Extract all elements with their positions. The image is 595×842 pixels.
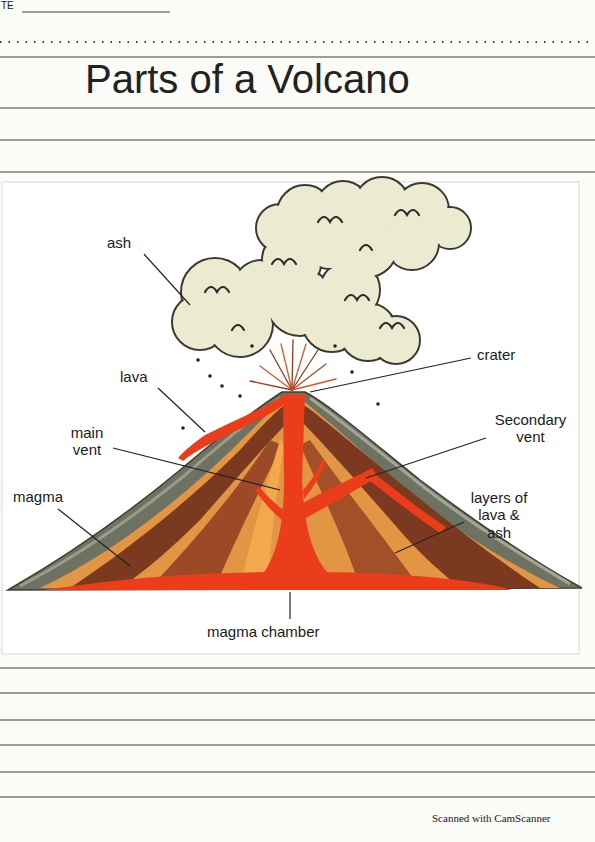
cloud-curl [318, 217, 342, 222]
leader-line [113, 448, 280, 490]
secondary-vent-shape [300, 468, 378, 520]
part-label: magma [13, 488, 83, 505]
ash-dot [196, 358, 200, 362]
dike [255, 487, 285, 522]
rock-layer [300, 404, 540, 588]
part-label: ash [107, 234, 167, 251]
leader-line [158, 388, 205, 432]
cloud-fill [174, 179, 470, 363]
date-line [22, 11, 170, 12]
cloud-curl [345, 295, 369, 300]
leader-line [395, 522, 464, 553]
notebook-lines [0, 12, 595, 797]
part-label: crater [477, 346, 557, 363]
leader-line [289, 592, 290, 619]
cloud-puff [305, 217, 356, 268]
ash-dot [350, 370, 354, 374]
dotted-rule [0, 41, 595, 43]
dike [303, 460, 326, 499]
part-label: layers of lava & ash [468, 489, 530, 541]
cloud-outline [172, 177, 471, 364]
watermark: Scanned with CamScanner [432, 812, 551, 825]
cloud-curl [232, 325, 244, 330]
page-title: Parts of a Volcano [85, 56, 410, 102]
ruled-line [0, 744, 595, 745]
main-vent-shape [262, 394, 330, 575]
part-label: Secondary vent [483, 411, 578, 446]
part-label: lava [120, 368, 180, 385]
spray-line [292, 340, 293, 390]
date-fragment: TE [1, 0, 41, 12]
part-label: magma chamber [207, 623, 320, 640]
lava-flow [366, 470, 446, 533]
ruled-line [0, 692, 595, 693]
spray-line [250, 381, 292, 390]
ruled-line [0, 771, 595, 772]
magma-system [45, 394, 512, 590]
ruled-line [0, 719, 595, 720]
ash-dot [250, 344, 254, 348]
outer-slope [8, 392, 582, 590]
ruled-line [0, 107, 595, 108]
ash-dot [238, 394, 242, 398]
leader-line [58, 509, 130, 566]
cloud-curl [380, 323, 404, 328]
ash-dot [181, 426, 185, 430]
spray-line [270, 350, 292, 390]
ruled-line [0, 171, 595, 172]
spray-line [292, 344, 306, 390]
ash-cloud [172, 177, 471, 364]
cloud-curl [360, 245, 372, 250]
cloud-puff [374, 318, 419, 363]
lava-flow [178, 394, 292, 461]
leader-line [310, 358, 471, 392]
ash-dot [220, 384, 224, 388]
volcano-cone [8, 392, 582, 590]
ruled-line [0, 796, 595, 797]
leader-lines [58, 254, 486, 619]
ruled-line [0, 667, 595, 668]
leader-line [366, 438, 486, 478]
ruled-line [0, 139, 595, 140]
eruption-spray [250, 340, 336, 390]
ash-dot [333, 344, 337, 348]
cloud-curl [395, 210, 419, 215]
cloud-curl [272, 259, 296, 264]
picture-panel [2, 182, 579, 654]
ash-dot [208, 374, 212, 378]
cloud-curl [205, 287, 229, 292]
ash-dot [376, 402, 380, 406]
part-label: main vent [62, 424, 112, 459]
cloud-shading [205, 210, 419, 330]
leader-line [144, 254, 190, 305]
